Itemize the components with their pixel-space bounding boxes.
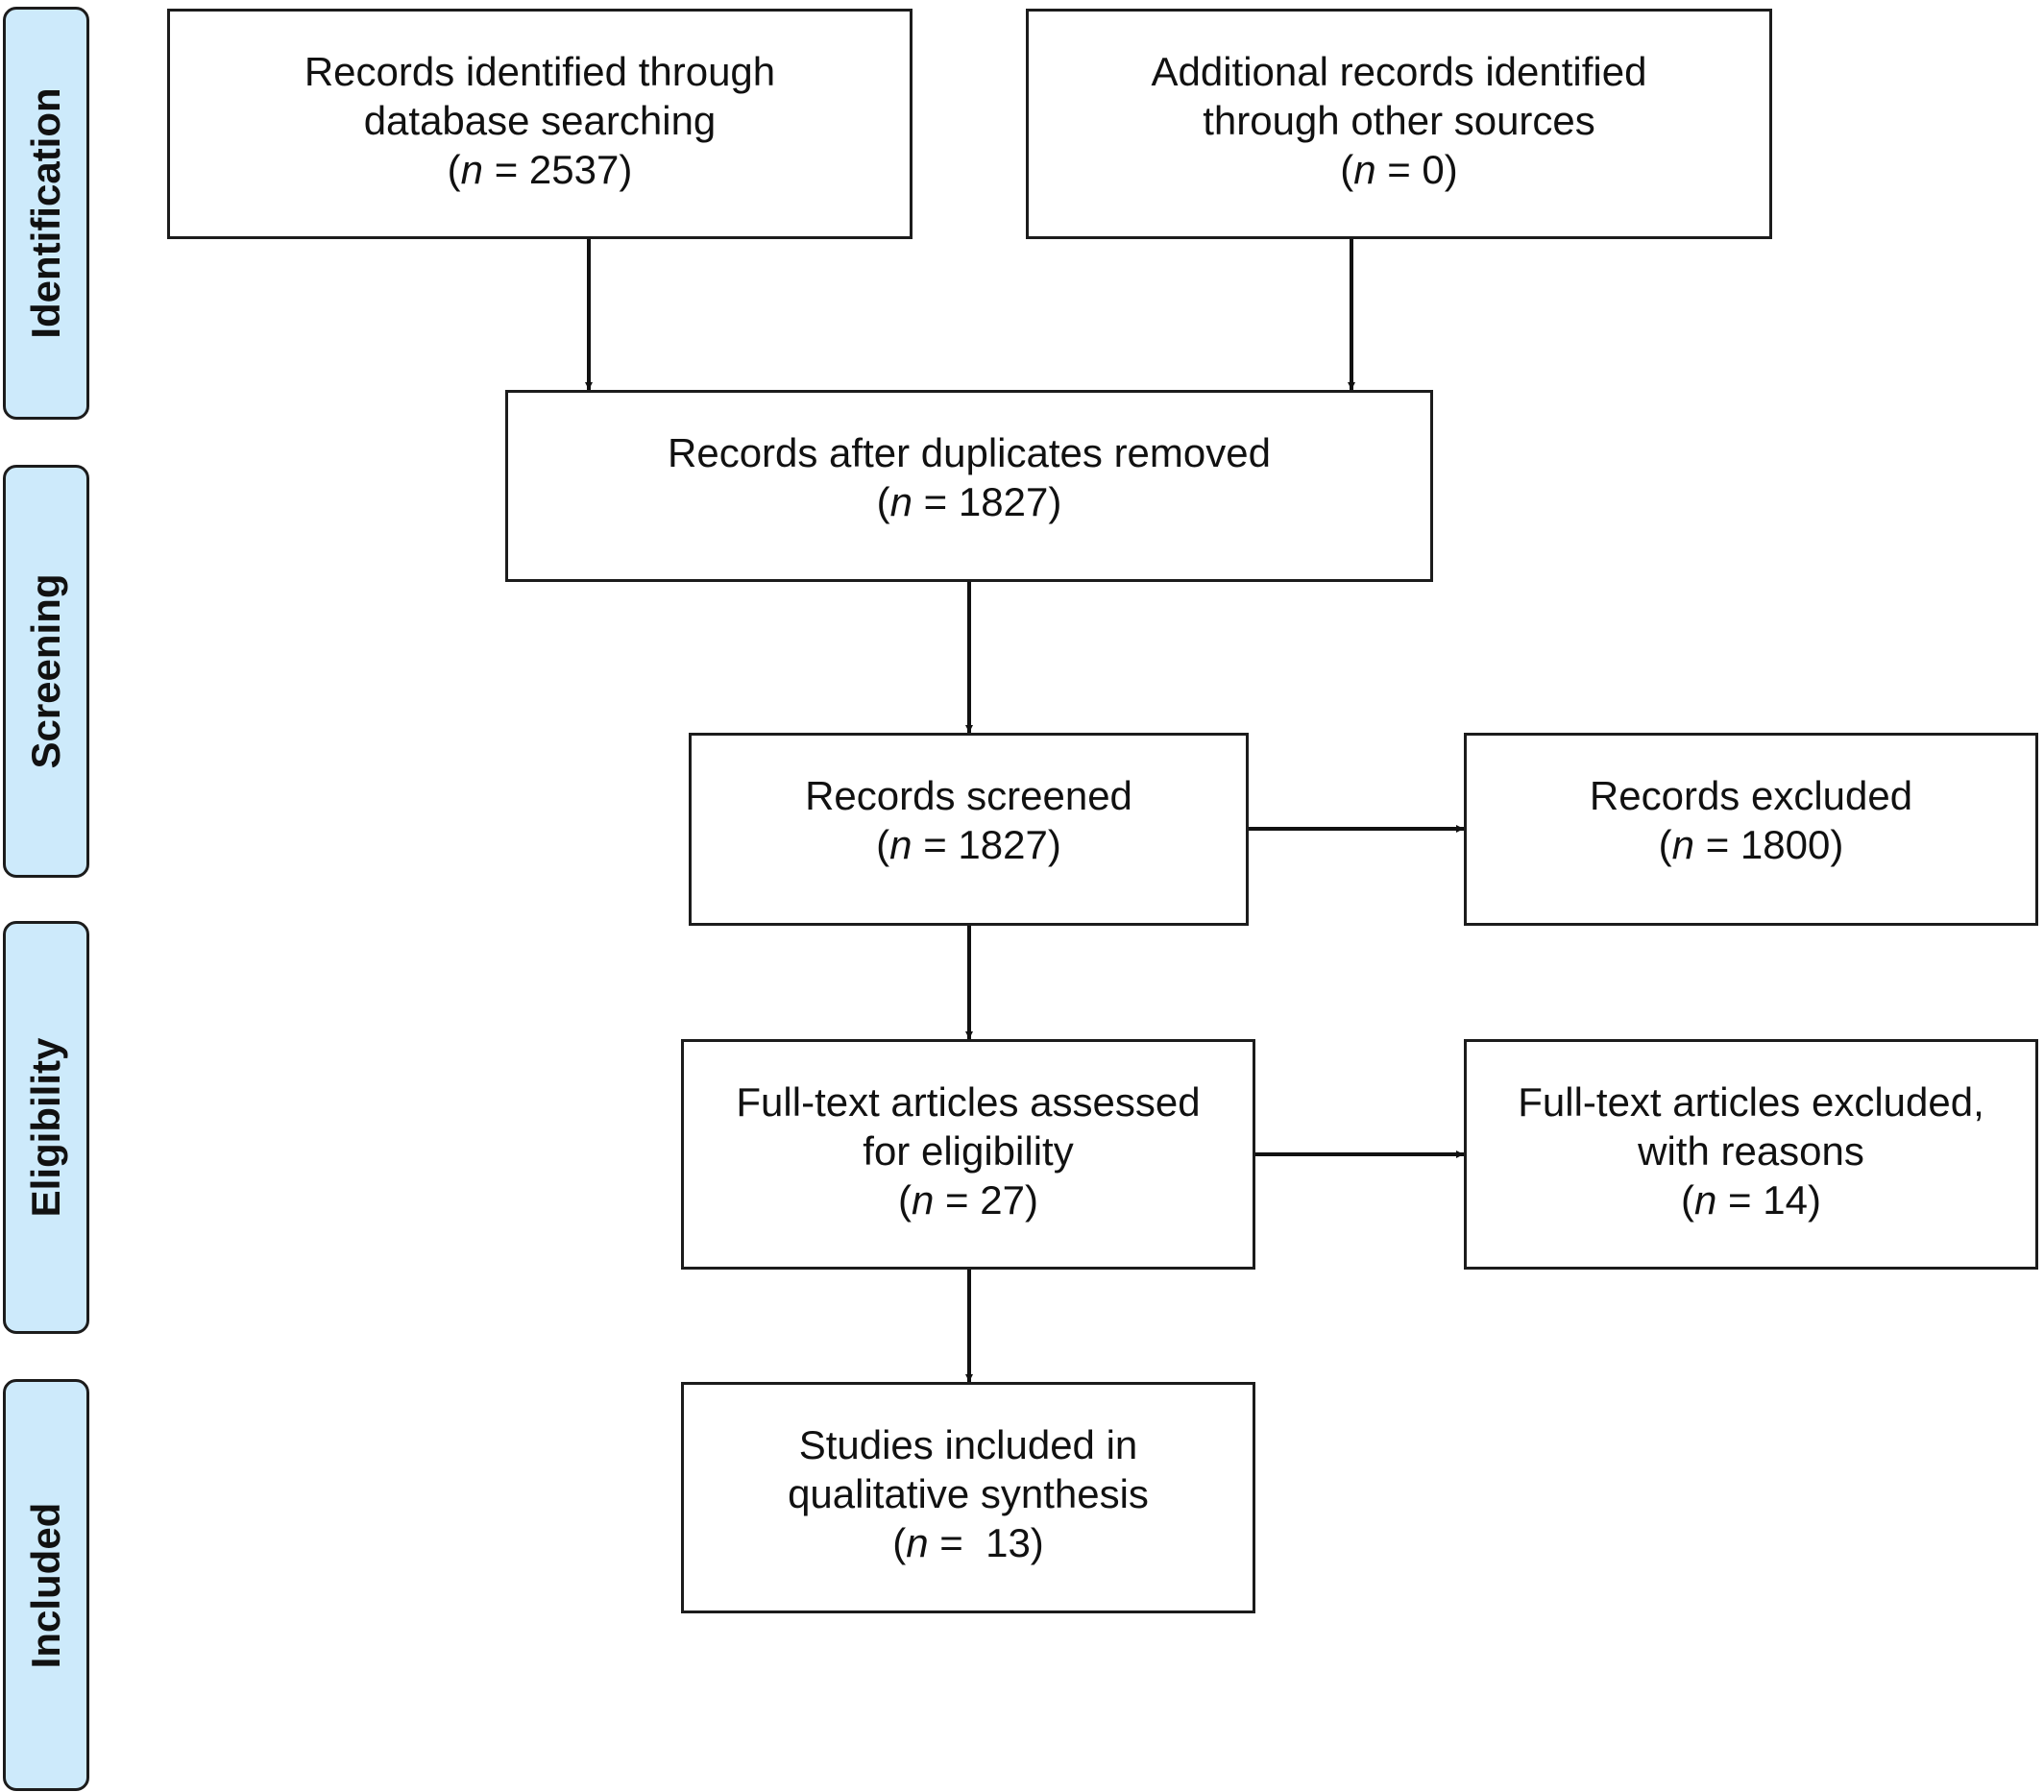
count-value: = 13) — [928, 1520, 1044, 1565]
box-count: (n = 1827) — [668, 477, 1271, 526]
box-line: with reasons — [1638, 1128, 1864, 1174]
box-count: (n = 2537) — [304, 145, 775, 194]
count-open: ( — [876, 479, 890, 524]
count-var: n — [1353, 147, 1376, 192]
box-line: Additional records identified — [1151, 49, 1647, 94]
box-line: Records identified through — [304, 49, 776, 94]
box-records-screened: Records screened (n = 1827) — [689, 733, 1249, 926]
box-count: (n = 1800) — [1590, 820, 1912, 869]
box-line: through other sources — [1203, 98, 1595, 143]
box-count: (n = 13) — [788, 1518, 1149, 1567]
box-line: Records after duplicates removed — [668, 430, 1271, 475]
count-var: n — [1694, 1177, 1717, 1223]
count-value: = 14) — [1716, 1177, 1821, 1223]
count-var: n — [889, 479, 913, 524]
phase-included: Included — [3, 1379, 89, 1791]
count-var: n — [1671, 822, 1695, 867]
count-var: n — [889, 822, 912, 867]
box-count: (n = 0) — [1152, 145, 1647, 194]
box-line: Records screened — [805, 773, 1132, 818]
box-line: database searching — [363, 98, 717, 143]
count-open: ( — [876, 822, 890, 867]
count-value: = 1827) — [912, 822, 1061, 867]
box-line: Records excluded — [1589, 773, 1913, 818]
count-value: = 2537) — [483, 147, 633, 192]
phase-eligibility: Eligibility — [3, 921, 89, 1334]
count-open: ( — [892, 1520, 907, 1565]
count-var: n — [460, 147, 484, 192]
box-additional-records-other-sources: Additional records identified through ot… — [1026, 9, 1772, 239]
box-line: Full-text articles excluded, — [1518, 1079, 1984, 1125]
box-line: Studies included in — [798, 1422, 1138, 1467]
count-open: ( — [1658, 822, 1672, 867]
count-value: = 27) — [934, 1177, 1038, 1223]
count-var: n — [912, 1177, 935, 1223]
box-line: Full-text articles assessed — [736, 1079, 1201, 1125]
box-records-after-duplicates-removed: Records after duplicates removed (n = 18… — [505, 390, 1433, 582]
count-open: ( — [898, 1177, 912, 1223]
box-records-excluded: Records excluded (n = 1800) — [1464, 733, 2038, 926]
count-value: = 1827) — [912, 479, 1062, 524]
count-open: ( — [1340, 147, 1354, 192]
phase-included-label: Included — [23, 1502, 68, 1668]
phase-identification: Identification — [3, 7, 89, 420]
box-line: for eligibility — [863, 1128, 1074, 1174]
box-count: (n = 1827) — [805, 820, 1132, 869]
phase-eligibility-label: Eligibility — [23, 1037, 68, 1218]
box-line: qualitative synthesis — [788, 1471, 1149, 1516]
box-fulltext-assessed: Full-text articles assessed for eligibil… — [681, 1039, 1255, 1270]
count-open: ( — [1681, 1177, 1695, 1223]
box-count: (n = 27) — [736, 1175, 1200, 1224]
phase-screening: Screening — [3, 465, 89, 878]
box-studies-included: Studies included in qualitative synthesi… — [681, 1382, 1255, 1613]
box-count: (n = 14) — [1518, 1175, 1984, 1224]
count-open: ( — [447, 147, 461, 192]
phase-screening-label: Screening — [23, 573, 68, 769]
box-fulltext-excluded: Full-text articles excluded, with reason… — [1464, 1039, 2038, 1270]
box-records-identified-database: Records identified through database sear… — [167, 9, 912, 239]
phase-identification-label: Identification — [23, 87, 68, 339]
count-value: = 1800) — [1694, 822, 1844, 867]
count-var: n — [906, 1520, 929, 1565]
count-value: = 0) — [1375, 147, 1458, 192]
